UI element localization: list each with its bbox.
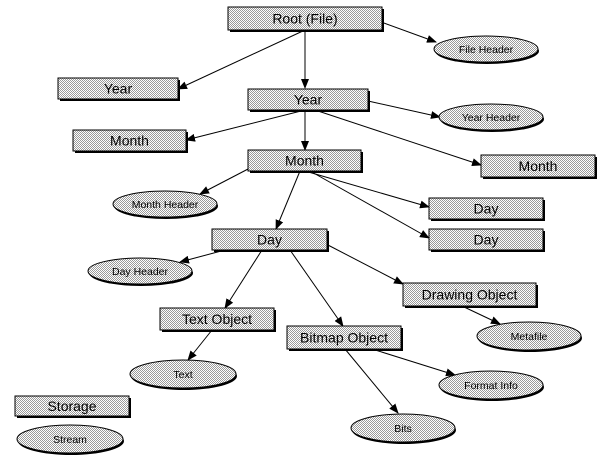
- node-text: Text: [129, 359, 237, 390]
- month-header-ellipse: [112, 190, 218, 218]
- node-month-c: Month: [480, 154, 597, 179]
- drawing-object-box: [402, 282, 537, 307]
- year-header-label: Year Header: [462, 112, 521, 124]
- node-legend-stream: Stream: [16, 424, 124, 455]
- month-c-box: [480, 154, 596, 178]
- metafile-label: Metafile: [511, 331, 548, 343]
- node-month-b: Month: [247, 149, 363, 173]
- node-bitmap-object: Bitmap Object: [286, 325, 403, 351]
- root-label: Root (File): [272, 11, 337, 27]
- day-a-box: [211, 228, 328, 251]
- day-a-label: Day: [257, 232, 282, 248]
- node-day-a: Day: [211, 228, 329, 252]
- edge-day-a-to-drawing-object: [325, 243, 404, 285]
- legend-stream-ellipse: [16, 424, 124, 454]
- node-drawing-object: Drawing Object: [402, 282, 538, 308]
- metafile-ellipse: [476, 321, 582, 351]
- day-b-box: [428, 197, 544, 220]
- year-a-label: Year: [104, 81, 133, 97]
- edge-year-b-to-month-c: [314, 109, 482, 166]
- format-info-ellipse: [438, 370, 544, 400]
- node-year-header: Year Header: [438, 103, 544, 132]
- legend-storage-box: [14, 395, 130, 417]
- text-object-box: [159, 307, 275, 331]
- edge-day-a-to-bitmap-object: [289, 249, 344, 327]
- year-header-ellipse: [438, 103, 544, 131]
- node-root: Root (File): [227, 6, 384, 32]
- month-b-box: [247, 149, 362, 172]
- edge-day-a-to-text-object: [224, 249, 263, 309]
- text-object-label: Text Object: [182, 311, 252, 327]
- bits-label: Bits: [394, 423, 412, 435]
- node-bits: Bits: [350, 413, 456, 444]
- node-month-a: Month: [72, 129, 188, 153]
- edge-month-b-to-day-b: [304, 170, 430, 209]
- month-header-label: Month Header: [132, 199, 199, 211]
- node-metafile: Metafile: [476, 321, 582, 352]
- month-a-label: Month: [110, 133, 149, 149]
- edge-bitmap-object-to-bits: [344, 348, 399, 414]
- day-header-ellipse: [87, 257, 193, 285]
- format-info-label: Format Info: [464, 380, 518, 392]
- bitmap-object-box: [286, 325, 402, 350]
- edge-month-b-to-month-header: [199, 167, 251, 195]
- month-c-label: Month: [519, 158, 558, 174]
- year-b-box: [247, 88, 369, 111]
- node-text-object: Text Object: [159, 307, 276, 332]
- node-year-a: Year: [57, 77, 180, 101]
- edge-year-b-to-year-header: [367, 100, 441, 119]
- edge-root-to-file-header: [380, 21, 437, 43]
- day-b-label: Day: [474, 201, 499, 217]
- text-label: Text: [173, 369, 192, 381]
- day-c-label: Day: [474, 232, 499, 248]
- edge-year-b-to-month-a: [185, 109, 306, 142]
- text-ellipse: [129, 359, 237, 389]
- file-header-label: File Header: [459, 44, 514, 56]
- legend-stream-label: Stream: [53, 434, 87, 446]
- node-file-header: File Header: [433, 35, 539, 64]
- edge-month-b-to-day-a: [275, 170, 301, 230]
- drawing-object-label: Drawing Object: [422, 287, 518, 303]
- node-format-info: Format Info: [438, 370, 544, 401]
- bitmap-object-label: Bitmap Object: [300, 330, 388, 346]
- month-b-label: Month: [285, 153, 324, 169]
- node-day-header: Day Header: [87, 257, 193, 286]
- year-a-box: [57, 77, 179, 100]
- node-month-header: Month Header: [112, 190, 218, 219]
- edge-month-b-to-day-c: [309, 170, 430, 239]
- file-header-ellipse: [433, 35, 539, 63]
- edge-text-object-to-text: [187, 329, 213, 361]
- node-day-b: Day: [428, 197, 545, 221]
- node-year-b: Year: [247, 88, 370, 112]
- year-b-label: Year: [294, 92, 323, 108]
- day-c-box: [428, 228, 544, 251]
- month-a-box: [72, 129, 187, 152]
- node-day-c: Day: [428, 228, 545, 252]
- bits-ellipse: [350, 413, 456, 443]
- root-box: [227, 6, 383, 31]
- edge-drawing-object-to-metafile: [461, 305, 501, 325]
- legend-storage-label: Storage: [47, 398, 96, 414]
- day-header-label: Day Header: [112, 266, 169, 278]
- edge-root-to-year-a: [177, 29, 306, 90]
- node-legend-storage: Storage: [14, 395, 131, 418]
- edge-bitmap-object-to-format-info: [371, 348, 456, 377]
